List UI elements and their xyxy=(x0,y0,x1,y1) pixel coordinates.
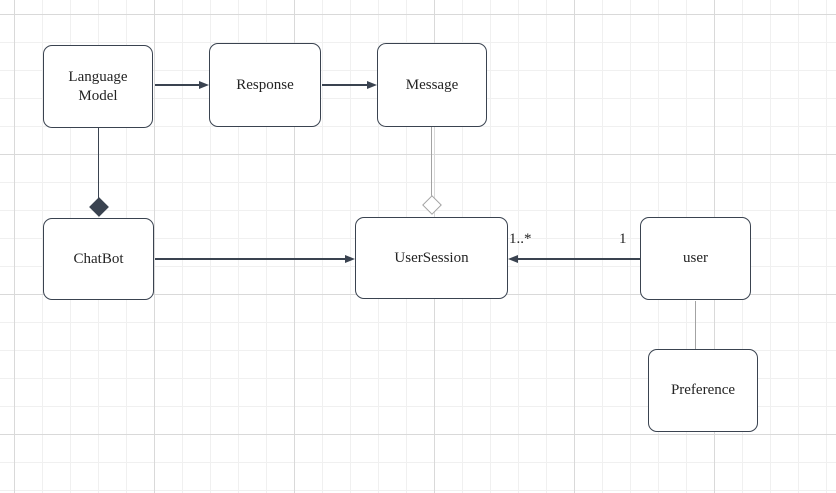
arrowhead-icon xyxy=(199,81,209,89)
edge-user-usersession[interactable] xyxy=(518,258,640,260)
node-response-label: Response xyxy=(236,76,294,93)
edge-chatbot-usersession[interactable] xyxy=(155,258,345,260)
node-preference-label: Preference xyxy=(670,382,736,399)
node-user[interactable]: user xyxy=(640,217,751,300)
arrowhead-icon xyxy=(345,255,355,263)
node-language-model-label: Language Model xyxy=(68,68,128,104)
node-preference[interactable]: Preference xyxy=(648,349,758,432)
node-chatbot-label: ChatBot xyxy=(73,250,124,267)
edge-user-preference[interactable] xyxy=(694,301,697,349)
node-message[interactable]: Message xyxy=(377,43,487,127)
node-chatbot[interactable]: ChatBot xyxy=(43,218,154,300)
multiplicity-label-user: 1 xyxy=(619,231,627,247)
node-language-model[interactable]: Language Model xyxy=(43,45,153,128)
node-response[interactable]: Response xyxy=(209,43,321,127)
arrowhead-icon xyxy=(508,255,518,263)
multiplicity-label-usersession: 1..* xyxy=(509,231,532,247)
node-user-label: user xyxy=(683,250,708,267)
edge-response-message[interactable] xyxy=(322,84,367,86)
edge-languagemodel-response[interactable] xyxy=(155,84,200,86)
composition-diamond-icon xyxy=(88,196,109,217)
node-message-label: Message xyxy=(405,76,459,93)
aggregation-diamond-icon xyxy=(421,194,442,215)
edge-message-usersession[interactable] xyxy=(430,127,433,196)
node-usersession-label: UserSession xyxy=(394,249,469,266)
arrowhead-icon xyxy=(367,81,377,89)
edge-languagemodel-chatbot[interactable] xyxy=(97,128,100,198)
node-usersession[interactable]: UserSession xyxy=(355,217,508,299)
